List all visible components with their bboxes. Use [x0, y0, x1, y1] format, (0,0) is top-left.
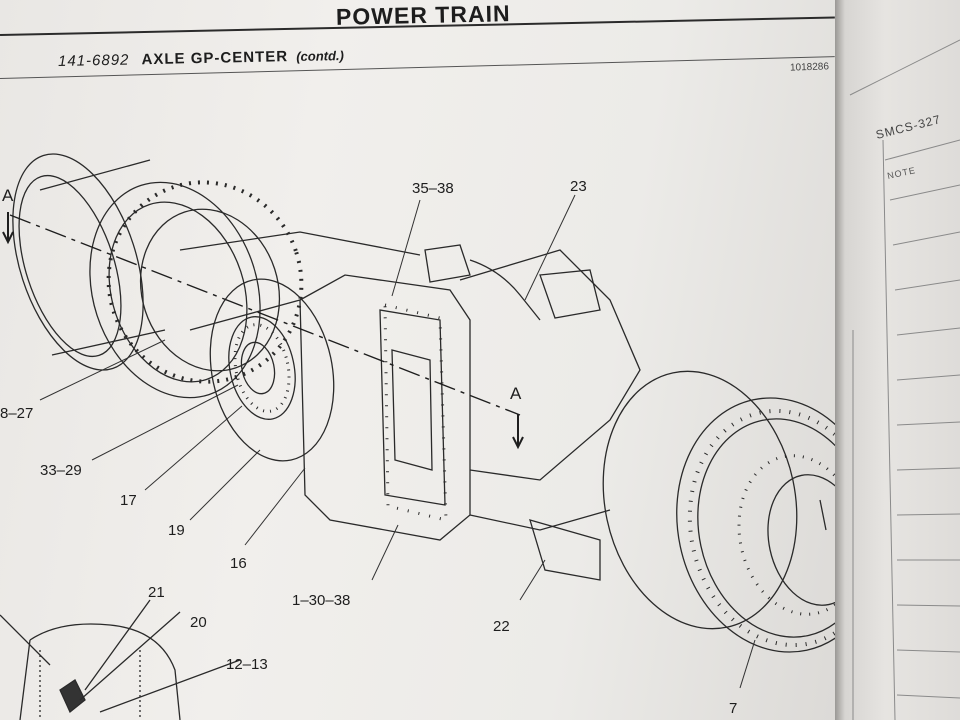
- cover-bolts: [383, 303, 448, 522]
- section-line-a: [2, 212, 524, 450]
- disc-hub: [228, 316, 296, 420]
- callout-7: 7: [729, 700, 738, 717]
- left-bolt-circle: [106, 180, 304, 384]
- callout-20: 20: [190, 614, 207, 631]
- planetary-marks: [819, 499, 827, 531]
- callout-1-30-38: 1–30–38: [292, 592, 351, 609]
- left-inner-ring: [139, 208, 281, 372]
- right-wheel-drum: [602, 370, 798, 630]
- form-lines: [849, 39, 960, 720]
- axle-illustration: [0, 153, 835, 720]
- right-hub-face: [676, 397, 835, 653]
- inset-detail: [0, 599, 241, 720]
- left-brake-drum: [89, 181, 261, 399]
- brake-disc: [209, 278, 335, 462]
- callout-17: 17: [120, 492, 137, 509]
- callout-33-29: 33–29: [40, 462, 82, 479]
- top-bracket: [424, 244, 471, 283]
- breather-line: [469, 259, 541, 321]
- left-wheel-end-rim: [18, 174, 122, 358]
- callout-22: 22: [493, 618, 510, 635]
- center-cover: [379, 309, 446, 506]
- right-axle-housing: [459, 249, 641, 481]
- left-hub-barrel: [39, 159, 166, 356]
- left-axle-tube: [179, 231, 421, 331]
- right-planetary-cover: [767, 474, 835, 606]
- cover-rib: [391, 349, 433, 471]
- callout-23: 23: [570, 178, 587, 195]
- right-axle-lower: [469, 509, 611, 531]
- leader-lines: [39, 194, 756, 689]
- left-wheel-end-outer: [12, 153, 144, 371]
- lower-mount: [529, 519, 601, 581]
- facing-page: SMCS-327 NOTE: [835, 0, 960, 720]
- callout-21: 21: [148, 584, 165, 601]
- disc-center: [240, 341, 276, 395]
- callout-19: 19: [168, 522, 185, 539]
- section-marker-right: A: [510, 384, 522, 403]
- right-inner-bolt-circle: [737, 454, 835, 616]
- manual-page: POWER TRAIN 141-6892 AXLE GP-CENTER (con…: [0, 0, 835, 720]
- callout-8-27: 8–27: [0, 405, 34, 422]
- right-hub-rim: [697, 418, 835, 638]
- right-bolt-circle: [687, 408, 835, 648]
- callout-16: 16: [230, 555, 247, 572]
- disc-bolts: [233, 323, 291, 413]
- callout-12-13: 12–13: [226, 656, 268, 673]
- upper-mount: [539, 269, 601, 319]
- section-marker-left: A: [2, 186, 14, 205]
- callout-35-38: 35–38: [412, 180, 454, 197]
